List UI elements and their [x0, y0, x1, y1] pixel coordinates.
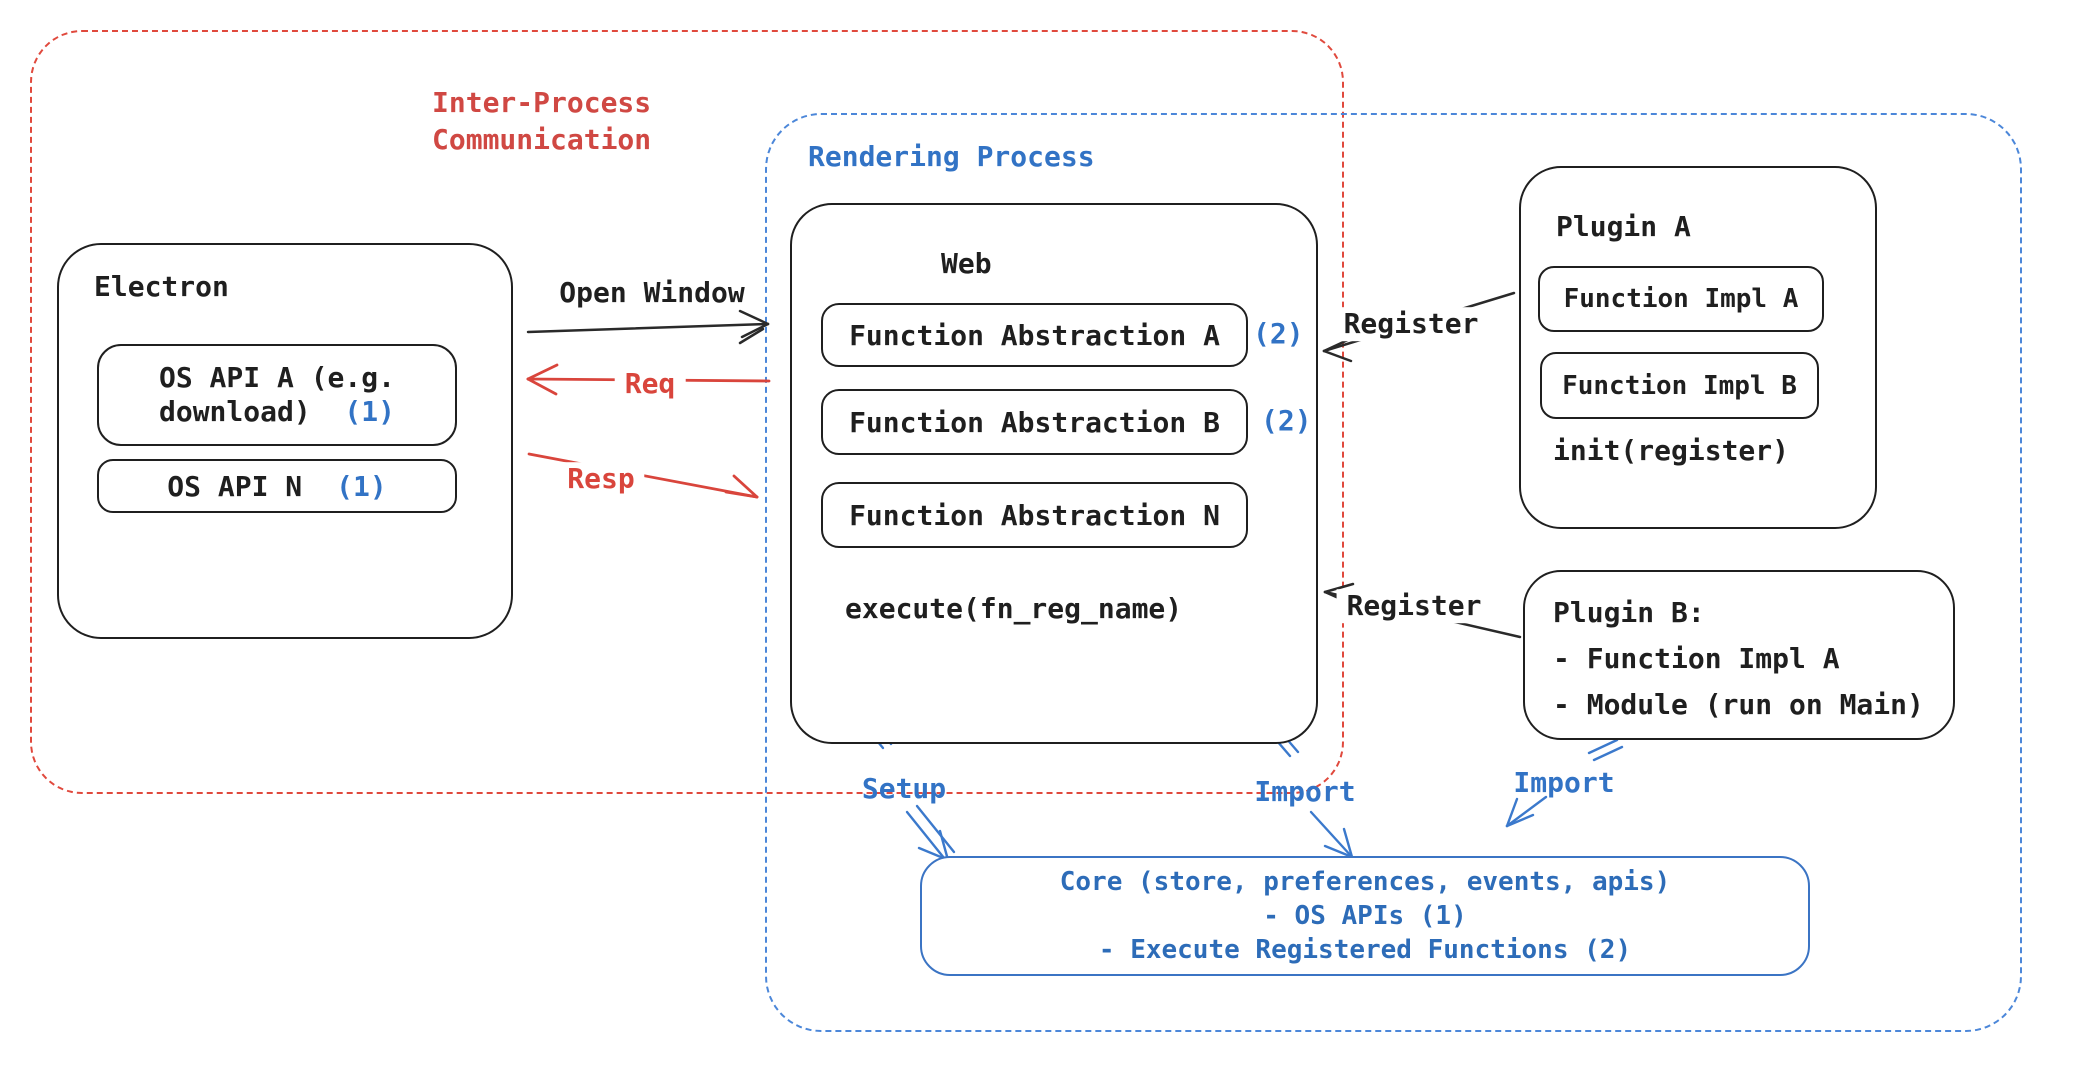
req-label: Req	[614, 367, 686, 401]
function-abstraction-b-badge: (2)	[1261, 404, 1312, 437]
os-api-n-box: OS API N (1)	[97, 459, 457, 513]
plugin-b-item-2: - Module (run on Main)	[1553, 688, 1924, 721]
resp-label: Resp	[557, 462, 645, 496]
os-api-n-label: OS API N	[167, 469, 303, 503]
os-api-n-text: OS API N (1)	[99, 461, 455, 511]
register-b-label: Register	[1336, 589, 1492, 623]
execute-label: execute(fn_reg_name)	[845, 592, 1183, 625]
function-impl-b-label: Function Impl B	[1562, 370, 1797, 401]
os-api-a-badge: (1)	[344, 395, 395, 428]
os-api-a-line1: OS API A (e.g.	[158, 361, 395, 394]
import-plugin-label: Import	[1513, 766, 1615, 800]
function-abstraction-b-box: Function Abstraction B	[821, 389, 1248, 455]
rendering-process-label: Rendering Process	[808, 140, 1095, 173]
function-abstraction-a-label: Function Abstraction A	[849, 318, 1220, 352]
web-title: Web	[941, 247, 992, 280]
register-a-label: Register	[1333, 307, 1489, 341]
function-impl-a-label: Function Impl A	[1563, 284, 1799, 314]
function-abstraction-n-box: Function Abstraction N	[821, 482, 1248, 548]
os-api-a-line2: download) (1)	[158, 395, 395, 428]
plugin-b-text: Plugin B: - Function Impl A - Module (ru…	[1553, 590, 1924, 728]
ipc-region-label: Inter-Process Communication	[432, 86, 652, 156]
core-line-2: - OS APIs (1)	[1263, 901, 1467, 931]
function-abstraction-b-label: Function Abstraction B	[849, 405, 1220, 439]
function-abstraction-a-box: Function Abstraction A	[821, 303, 1248, 367]
function-impl-b-box: Function Impl B	[1540, 352, 1819, 419]
open-window-label: Open Window	[559, 276, 745, 310]
function-abstraction-n-label: Function Abstraction N	[849, 498, 1220, 532]
rendering-process-region-border	[765, 113, 2022, 1032]
core-box: Core (store, preferences, events, apis) …	[920, 856, 1810, 976]
os-api-n-badge: (1)	[336, 469, 387, 503]
plugin-b-title: Plugin B:	[1553, 596, 1705, 629]
plugin-a-box	[1519, 166, 1877, 529]
function-abstraction-a-badge: (2)	[1253, 317, 1304, 350]
plugin-a-title: Plugin A	[1556, 210, 1691, 243]
plugin-a-init-label: init(register)	[1553, 434, 1790, 467]
import-web-label: Import	[1254, 775, 1356, 809]
web-box	[790, 203, 1318, 744]
core-line-3: - Execute Registered Functions (2)	[1098, 935, 1632, 965]
setup-label: Setup	[861, 772, 947, 806]
function-impl-a-box: Function Impl A	[1538, 266, 1824, 332]
plugin-b-box	[1523, 570, 1955, 740]
ipc-region-border	[30, 30, 1344, 794]
os-api-a-text: OS API A (e.g. download) (1)	[99, 346, 455, 444]
core-line-1: Core (store, preferences, events, apis)	[1059, 867, 1671, 897]
plugin-b-item-1: - Function Impl A	[1553, 642, 1840, 675]
os-api-a-box: OS API A (e.g. download) (1)	[97, 344, 457, 446]
electron-title: Electron	[94, 270, 229, 303]
